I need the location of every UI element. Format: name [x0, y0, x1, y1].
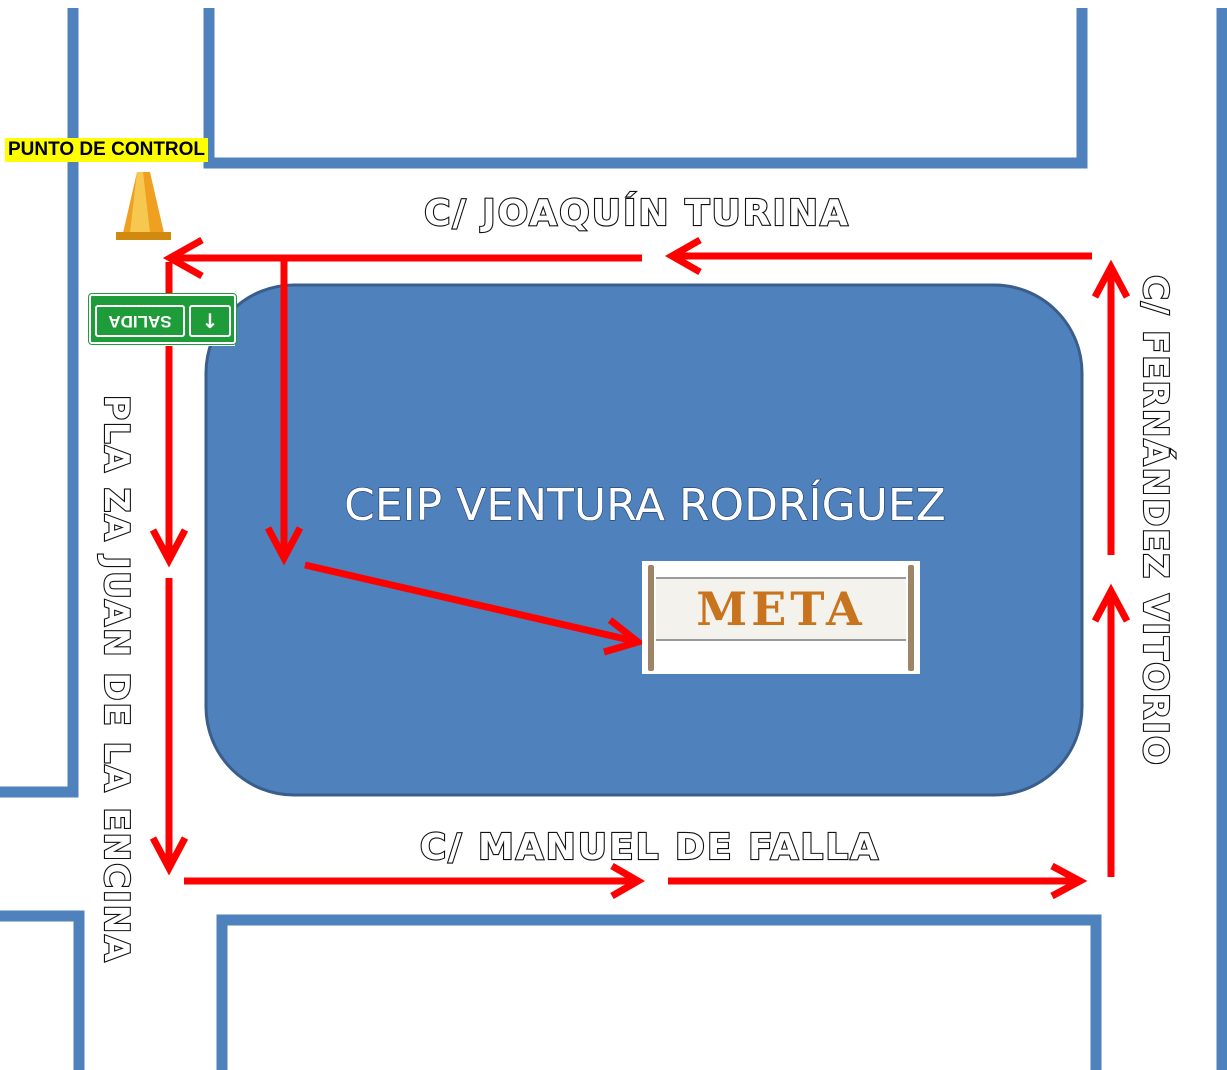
route-left-upper-head: [149, 528, 189, 568]
school-building: [204, 283, 1084, 797]
route-cut-down-head: [264, 526, 304, 566]
street-blocks: [0, 8, 1227, 1070]
exit-sign-icon: SALIDA ↓: [87, 294, 236, 346]
exit-sign-plate: SALIDA ↓: [89, 294, 236, 344]
route-right-upper-head: [1091, 259, 1131, 299]
exit-arrow-icon: ↓: [189, 305, 231, 337]
traffic-cone-icon: [116, 172, 171, 240]
street-label-right: C/ FERNÁNDEZ VITORIO: [1135, 275, 1176, 767]
banner-pole-left: [648, 565, 654, 671]
route-top-head-right: [664, 236, 702, 276]
street-label-left: PLA ZA JUAN DE LA ENCINA: [96, 395, 136, 964]
route-top-head-left: [162, 236, 204, 280]
banner-cloth: META: [656, 577, 906, 641]
finish-label: META: [696, 582, 866, 636]
street-label-top: C/ JOAQUÍN TURINA: [424, 192, 850, 234]
route-bottom-left-head: [610, 862, 646, 900]
school-name: CEIP VENTURA RODRÍGUEZ: [344, 478, 946, 531]
route-left-lower-head: [149, 836, 189, 876]
street-label-bottom: C/ MANUEL DE FALLA: [420, 827, 880, 868]
control-point-label: PUNTO DE CONTROL: [5, 138, 209, 162]
finish-banner-icon: META: [642, 561, 920, 674]
route-bottom-right-head: [1050, 862, 1088, 900]
block-left-outline: [0, 8, 79, 798]
block-bottom-outline: [216, 914, 1102, 1070]
block-top-outline: [203, 8, 1088, 169]
route-arrows: [149, 236, 1131, 900]
route-right-lower-head: [1091, 583, 1131, 623]
route-diagonal: [304, 561, 635, 645]
exit-sign-label: SALIDA: [95, 305, 185, 337]
block-bottom-left-outline: [0, 910, 85, 1070]
route-diagonal-head: [603, 617, 646, 656]
banner-pole-right: [908, 565, 914, 671]
